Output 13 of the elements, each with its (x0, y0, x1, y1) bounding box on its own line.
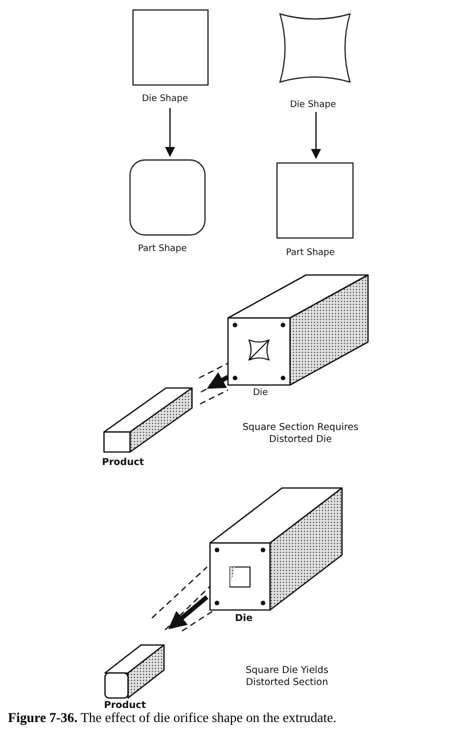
product-label: Product (104, 700, 146, 711)
arrow (165, 108, 175, 157)
arrow (311, 112, 321, 159)
shape-label: Part Shape (286, 248, 335, 258)
figure-note: Square Die Yields Distorted Section (244, 665, 330, 689)
shape-label: Die Shape (142, 94, 188, 104)
shape-label: Die Shape (290, 100, 336, 110)
die-label: Die (253, 388, 268, 398)
figure-note: Square Section Requires Distorted Die (242, 422, 360, 446)
shape-label: Part Shape (138, 244, 187, 254)
product-label: Product (102, 457, 144, 468)
figure-caption: Figure 7-36. The effect of die orifice shape on the extrudate. (8, 710, 336, 726)
die-label: Die (235, 613, 253, 624)
